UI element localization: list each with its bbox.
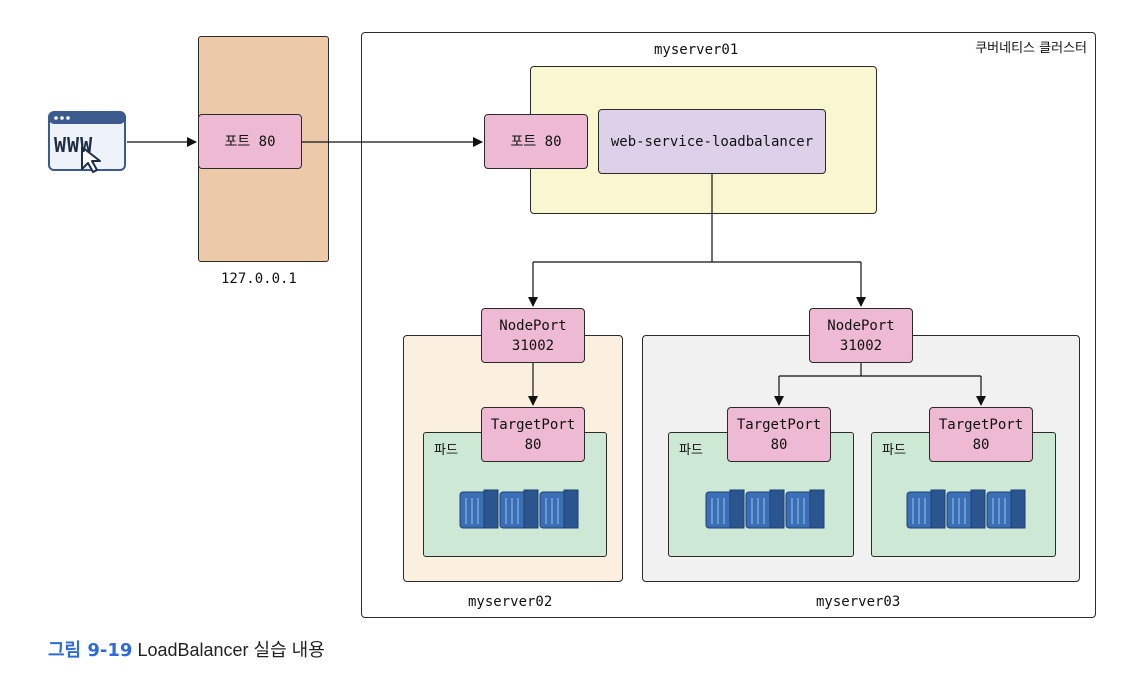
browser-icon: WWW: [48, 111, 126, 174]
server03-targetport-box-2: TargetPort 80: [929, 407, 1033, 462]
server03-targetport-box-1: TargetPort 80: [727, 407, 831, 462]
server03-pod1-containers-icon: [705, 489, 825, 529]
server03-pod-1-label: 파드: [679, 443, 703, 458]
server03-targetport-2-line2: 80: [972, 436, 990, 453]
container-cube: [986, 489, 1026, 529]
server03-nodeport-line2: 31002: [839, 337, 883, 354]
host-address: 127.0.0.1: [221, 271, 297, 287]
server02-targetport-line1: TargetPort: [490, 416, 576, 433]
server03-targetport-1-line1: TargetPort: [736, 416, 822, 433]
loadbalancer-service-label: web-service-loadbalancer: [610, 133, 814, 150]
container-cube: [745, 489, 785, 529]
loadbalancer-service-box: web-service-loadbalancer: [598, 109, 826, 174]
server02-targetport-box: TargetPort 80: [481, 407, 585, 462]
figure-caption: 그림 9-19 LoadBalancer 실습 내용: [48, 636, 325, 662]
container-cube: [906, 489, 946, 529]
cluster-label: 쿠버네티스 클러스터: [975, 41, 1087, 56]
container-cube: [539, 489, 579, 529]
server03-label: myserver03: [816, 594, 901, 610]
server01-port-box: 포트 80: [484, 114, 588, 169]
container-cube: [705, 489, 745, 529]
figure-number: 그림 9-19: [48, 640, 133, 661]
server03-targetport-2-line1: TargetPort: [938, 416, 1024, 433]
server02-targetport-line2: 80: [524, 436, 542, 453]
container-cube: [499, 489, 539, 529]
container-cube: [785, 489, 825, 529]
server01-label: myserver01: [654, 42, 739, 58]
browser-window-icon: [48, 111, 126, 173]
container-cube: [946, 489, 986, 529]
browser-www-text: WWW: [54, 133, 94, 157]
container-cube: [459, 489, 499, 529]
server03-nodeport-box: NodePort 31002: [809, 308, 913, 363]
server02-label: myserver02: [468, 594, 553, 610]
host-port-box: 포트 80: [198, 114, 302, 169]
server02-nodeport-line1: NodePort: [499, 317, 567, 334]
host-port-label: 포트 80: [224, 133, 276, 150]
server02-pod-label: 파드: [434, 443, 458, 458]
server02-containers-icon: [459, 489, 579, 529]
server03-targetport-1-line2: 80: [770, 436, 788, 453]
server02-nodeport-line2: 31002: [511, 337, 555, 354]
server03-nodeport-line1: NodePort: [827, 317, 895, 334]
server03-pod2-containers-icon: [906, 489, 1026, 529]
server01-port-label: 포트 80: [510, 133, 562, 150]
server03-pod-2-label: 파드: [882, 443, 906, 458]
figure-caption-text: LoadBalancer 실습 내용: [137, 640, 325, 660]
server02-nodeport-box: NodePort 31002: [481, 308, 585, 363]
